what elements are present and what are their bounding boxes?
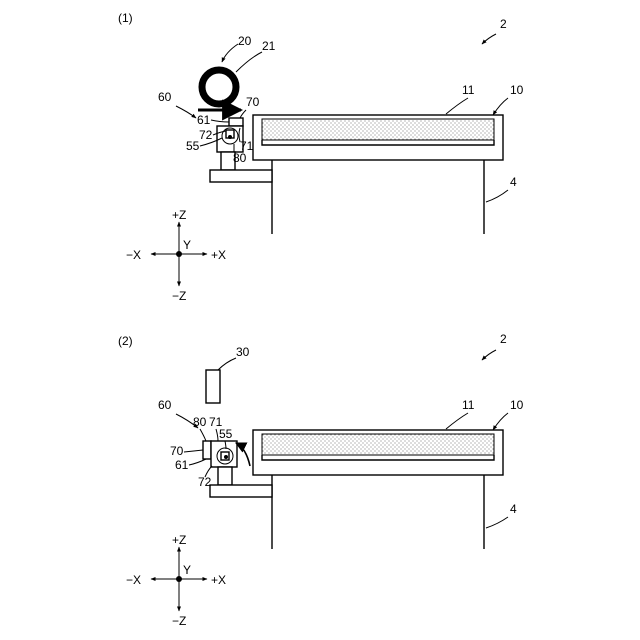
media-leader bbox=[446, 98, 468, 114]
label-device: 2 bbox=[500, 17, 507, 31]
axis-center-label: Y bbox=[183, 238, 191, 252]
axis-up-label-2: +Z bbox=[172, 533, 186, 547]
part61-leader bbox=[211, 120, 229, 122]
part71-leader-2 bbox=[216, 429, 218, 441]
label-leg: 4 bbox=[510, 175, 517, 189]
roll-leader bbox=[236, 52, 262, 72]
axis-origin bbox=[176, 251, 182, 257]
tray-leader bbox=[493, 98, 508, 115]
label-unit-2: 60 bbox=[158, 398, 172, 412]
label-media-2: 11 bbox=[462, 398, 475, 412]
base-plate bbox=[210, 170, 272, 182]
label-tray: 10 bbox=[510, 83, 524, 97]
block-30 bbox=[206, 370, 220, 403]
label-part55-2: 55 bbox=[219, 427, 233, 441]
pivot-dot-2 bbox=[224, 455, 228, 459]
label-tray-2: 10 bbox=[510, 398, 524, 412]
label-part61: 61 bbox=[197, 113, 211, 127]
leg-leader bbox=[486, 190, 508, 202]
support-post-2 bbox=[218, 467, 232, 485]
media-leader-2 bbox=[446, 413, 468, 429]
axis-right-label: +X bbox=[211, 248, 226, 262]
axes-figure-1: +Z −Z −X +X Y bbox=[126, 208, 226, 303]
device-leader bbox=[482, 34, 496, 44]
label-part61-2: 61 bbox=[175, 458, 189, 472]
label-part72-2: 72 bbox=[198, 475, 212, 489]
axis-origin-2 bbox=[176, 576, 182, 582]
label-media: 11 bbox=[462, 83, 475, 97]
figure-2: (2) 2 11 10 4 30 60 80 71 5 bbox=[118, 332, 524, 628]
supply-roll bbox=[202, 70, 236, 104]
label-part55: 55 bbox=[186, 139, 200, 153]
label-roll-assembly: 20 bbox=[238, 34, 252, 48]
label-part80-2: 80 bbox=[193, 415, 207, 429]
figure-1: (1) 2 11 10 4 20 21 60 bbox=[118, 11, 524, 303]
figure-1-panel-label: (1) bbox=[118, 11, 133, 25]
label-unit: 60 bbox=[158, 90, 172, 104]
part80-leader-2 bbox=[200, 429, 206, 441]
head-cap-2 bbox=[203, 441, 211, 459]
roll-assembly-leader bbox=[222, 44, 238, 62]
print-media bbox=[262, 119, 494, 140]
base-plate-2 bbox=[210, 485, 272, 497]
axis-left-label: −X bbox=[126, 248, 141, 262]
axes-figure-2: +Z −Z −X +X Y bbox=[126, 533, 226, 628]
pivot-dot bbox=[228, 135, 232, 139]
figure-2-panel-label: (2) bbox=[118, 334, 133, 348]
axis-up-label: +Z bbox=[172, 208, 186, 222]
rotate-arrow bbox=[236, 443, 250, 466]
label-block: 30 bbox=[236, 345, 250, 359]
label-part70-2: 70 bbox=[170, 444, 184, 458]
axis-right-label-2: +X bbox=[211, 573, 226, 587]
axis-left-label-2: −X bbox=[126, 573, 141, 587]
axis-down-label: −Z bbox=[172, 289, 186, 303]
part61-leader-2 bbox=[189, 459, 206, 465]
print-media-2 bbox=[262, 434, 494, 455]
label-roll: 21 bbox=[262, 39, 276, 53]
unit-leader bbox=[176, 106, 196, 118]
leg-leader-2 bbox=[486, 517, 508, 528]
block-leader bbox=[218, 358, 236, 370]
label-part70: 70 bbox=[246, 95, 260, 109]
label-leg-2: 4 bbox=[510, 502, 517, 516]
label-part80: 80 bbox=[233, 151, 247, 165]
label-part72: 72 bbox=[199, 128, 213, 142]
axis-center-label-2: Y bbox=[183, 563, 191, 577]
label-device-2: 2 bbox=[500, 332, 507, 346]
head-cap bbox=[229, 118, 243, 126]
part70-leader-2 bbox=[184, 450, 203, 452]
tray-leader-2 bbox=[493, 413, 508, 430]
device-leader-2 bbox=[482, 350, 496, 360]
axis-down-label-2: −Z bbox=[172, 614, 186, 628]
